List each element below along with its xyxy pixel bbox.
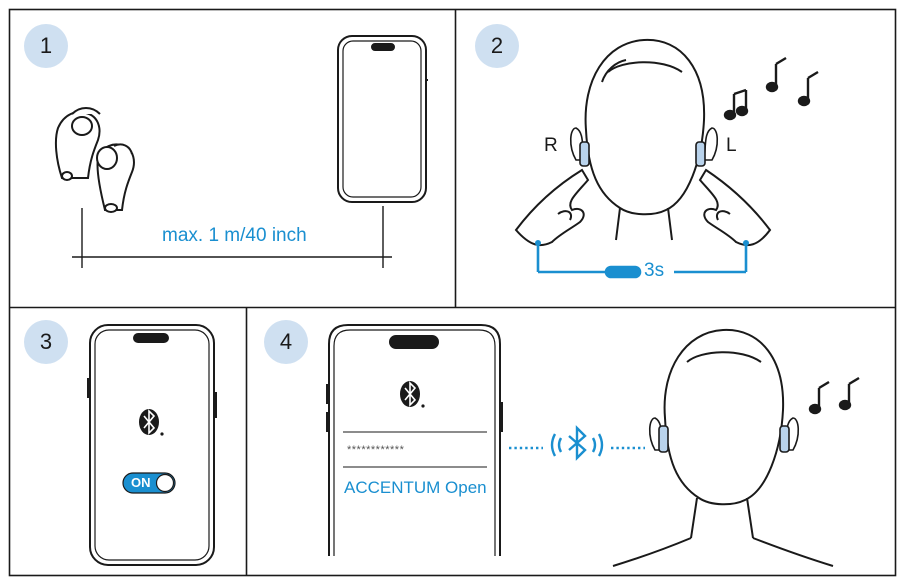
step-1-panel: 1 max. 1 m/40 inch bbox=[10, 10, 455, 307]
music-note-icon bbox=[723, 56, 819, 121]
toggle-label: ON bbox=[131, 475, 151, 490]
step-4-illustration bbox=[326, 324, 860, 567]
bluetooth-icon bbox=[139, 409, 164, 436]
step-3-illustration bbox=[87, 324, 217, 566]
step-number-badge: 1 bbox=[24, 24, 68, 68]
step-3-panel: 3 ON bbox=[10, 308, 246, 575]
step-number-badge: 4 bbox=[264, 320, 308, 364]
step-number-badge: 2 bbox=[475, 24, 519, 68]
hand-icon bbox=[698, 168, 772, 247]
earbud-icon bbox=[648, 417, 669, 453]
device-name-label: ACCENTUM Open bbox=[344, 478, 487, 497]
password-field: ************ bbox=[347, 444, 405, 456]
distance-label: max. 1 m/40 inch bbox=[162, 225, 307, 246]
smartphone-icon bbox=[326, 324, 503, 556]
distance-marker bbox=[72, 206, 392, 268]
smartphone-icon bbox=[87, 324, 217, 566]
earbud-icon bbox=[779, 417, 800, 453]
bluetooth-icon bbox=[550, 425, 604, 461]
right-ear-label: R bbox=[544, 135, 558, 156]
music-note-icon bbox=[808, 376, 860, 415]
step-1-illustration bbox=[54, 35, 428, 268]
earbud-icon bbox=[96, 143, 135, 213]
head-icon bbox=[584, 38, 706, 241]
head-icon bbox=[612, 328, 834, 567]
step-4-panel: 4 bbox=[247, 308, 895, 575]
step-2-panel: 2 bbox=[456, 10, 895, 307]
press-duration-marker bbox=[536, 244, 748, 279]
earbud-icon bbox=[54, 107, 101, 181]
step-2-illustration bbox=[514, 38, 819, 279]
smartphone-icon bbox=[337, 35, 428, 203]
hold-duration-label: 3s bbox=[644, 260, 665, 281]
bluetooth-icon bbox=[400, 381, 425, 408]
left-ear-label: L bbox=[726, 135, 737, 156]
toggle-switch-icon bbox=[122, 472, 176, 494]
earbud-icon bbox=[695, 127, 719, 167]
earbud-icon bbox=[569, 127, 590, 167]
step-number-badge: 3 bbox=[24, 320, 68, 364]
hand-icon bbox=[514, 168, 590, 247]
